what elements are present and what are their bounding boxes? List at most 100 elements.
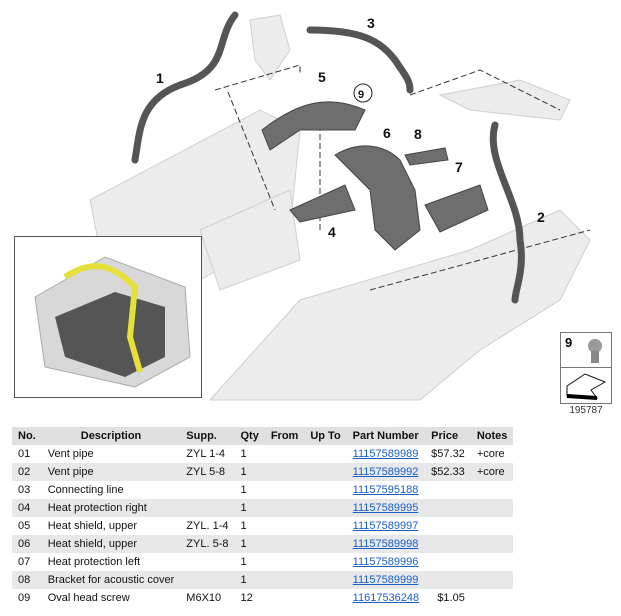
cell-upto xyxy=(304,589,346,607)
cell-qty: 12 xyxy=(240,592,253,604)
cell-upto xyxy=(304,499,347,517)
part-number-link[interactable]: 11157589992 xyxy=(352,466,419,478)
part-number-link[interactable]: 11157589995 xyxy=(352,502,419,514)
cell-supp: ZYL 1-4 xyxy=(186,448,226,460)
cell-supp xyxy=(180,571,235,589)
column-header: Part Number xyxy=(346,427,426,445)
cell-notes xyxy=(470,571,514,589)
callout-numbers: 1 2 3 4 5 6 7 8 9 xyxy=(156,15,545,240)
column-header: Description xyxy=(41,427,181,445)
heat-shield-6 xyxy=(334,145,421,251)
cell-from xyxy=(265,589,305,607)
cell-supp xyxy=(180,553,234,571)
cell-no: 06 xyxy=(12,535,42,553)
cell-part: 11157589996 xyxy=(347,553,425,571)
vent-pipe-1 xyxy=(131,11,239,164)
cell-qty: 1 xyxy=(234,463,265,481)
cell-no: 01 xyxy=(18,448,31,460)
cell-notes: +core xyxy=(470,463,514,481)
callout-7: 7 xyxy=(455,159,463,175)
cell-no: 08 xyxy=(12,571,42,589)
cell-part: 11157589992 xyxy=(346,463,426,481)
part-number-link[interactable]: 11157589996 xyxy=(352,556,419,568)
part-number-link[interactable]: 11617536248 xyxy=(352,592,420,604)
cell-qty: 1 xyxy=(240,520,247,532)
cell-price xyxy=(425,553,471,571)
cell-qty: 1 xyxy=(240,448,247,460)
part-number-link[interactable]: 11157589999 xyxy=(352,574,419,586)
callout-1: 1 xyxy=(156,70,164,86)
column-header: Notes xyxy=(470,427,514,445)
part-number-link[interactable]: 11157595188 xyxy=(352,484,419,496)
cell-part: 11157589997 xyxy=(347,517,425,535)
part-number-link[interactable]: 11157589989 xyxy=(352,448,419,460)
cell-part: 11157589999 xyxy=(346,571,426,589)
dashed-leader-lines xyxy=(214,64,591,291)
cell-no: 02 xyxy=(12,463,42,481)
cell-desc: Heat shield, upper xyxy=(47,520,138,532)
cell-qty: 1 xyxy=(234,571,265,589)
cell-from xyxy=(264,463,305,481)
cell-no: 09 xyxy=(18,592,31,604)
connecting-line-3 xyxy=(306,26,414,94)
part-number-link[interactable]: 11157589998 xyxy=(352,538,419,550)
cell-desc: Heat protection right xyxy=(41,499,181,517)
cell-notes xyxy=(470,499,514,517)
cell-from xyxy=(265,553,305,571)
cell-upto xyxy=(304,463,347,481)
column-header: Supp. xyxy=(180,427,235,445)
cell-price xyxy=(425,517,471,535)
cell-no: 05 xyxy=(18,520,31,532)
cell-qty: 1 xyxy=(234,499,265,517)
cell-supp xyxy=(180,499,235,517)
table-row: 05 Heat shield, upper ZYL. 1-4 1 11157589997 xyxy=(12,517,513,535)
callout-2: 2 xyxy=(537,209,545,225)
cell-notes xyxy=(471,481,514,499)
column-header: Price xyxy=(425,427,471,445)
cell-upto xyxy=(304,553,346,571)
cell-part: 11157589998 xyxy=(346,535,426,553)
cell-desc: Oval head screw xyxy=(47,592,130,604)
cell-qty: 1 xyxy=(240,484,247,496)
screw-icon xyxy=(588,339,602,363)
callout-8: 8 xyxy=(414,126,422,142)
cell-from xyxy=(264,499,305,517)
callout-4: 4 xyxy=(328,224,336,240)
cell-part: 11157595188 xyxy=(347,481,425,499)
column-header: No. xyxy=(12,427,42,445)
cell-no: 04 xyxy=(12,499,42,517)
cell-supp xyxy=(180,481,234,499)
cell-upto xyxy=(304,445,346,463)
cell-upto xyxy=(304,481,346,499)
cell-price: $57.32 xyxy=(431,448,465,460)
cell-supp: M6X10 xyxy=(186,592,222,604)
part-number-link[interactable]: 11157589997 xyxy=(352,520,419,532)
callout-3: 3 xyxy=(367,15,375,31)
cell-part: 11157589989 xyxy=(347,445,425,463)
cell-notes xyxy=(471,553,514,571)
cell-no: 07 xyxy=(18,556,31,568)
cell-supp: ZYL. 1-4 xyxy=(186,520,229,532)
arrow-icon xyxy=(566,373,607,400)
column-header: Qty xyxy=(234,427,265,445)
cell-qty: 1 xyxy=(240,556,247,568)
heat-shield-5 xyxy=(261,101,366,151)
cell-from xyxy=(264,571,305,589)
legend-screw-cell: 9 xyxy=(561,333,611,368)
cell-upto xyxy=(304,535,347,553)
cell-price xyxy=(425,571,471,589)
column-header: Up To xyxy=(304,427,347,445)
cell-notes xyxy=(471,589,514,607)
cell-desc: Heat shield, upper xyxy=(41,535,181,553)
cell-desc: Vent pipe xyxy=(47,448,94,460)
cell-upto xyxy=(304,571,347,589)
cell-notes xyxy=(470,535,514,553)
cell-price xyxy=(425,535,471,553)
